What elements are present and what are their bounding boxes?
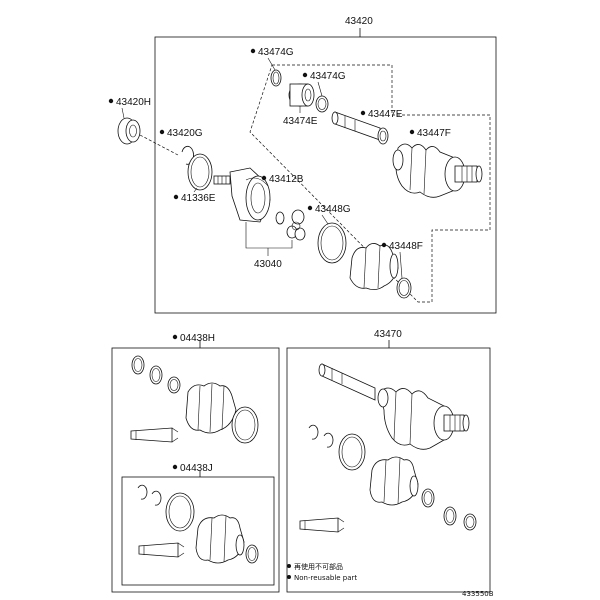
label-43474g-a: 43474G — [258, 47, 294, 58]
ring-41336e — [187, 153, 213, 191]
legend-line-en: Non-reusable part — [294, 574, 357, 582]
clamp-43448f — [396, 277, 412, 299]
kit-04438j-frame — [121, 476, 275, 586]
shaft-43447e — [331, 111, 389, 145]
assembly-b-shaft — [318, 363, 376, 401]
label-04438j: 04438J — [180, 463, 213, 474]
kit-a-clamp — [231, 406, 259, 444]
assembly-b-boot — [369, 456, 419, 506]
kit-b-clamp — [165, 492, 195, 532]
assembly-b-grease-tube — [299, 517, 345, 533]
label-43447e: 43447E — [368, 109, 403, 120]
label-04438h: 04438H — [180, 333, 215, 344]
label-43474e: 43474E — [283, 116, 318, 127]
label-43420g: 43420G — [167, 128, 203, 139]
kit-b-grease-tube — [138, 542, 185, 558]
joint-43447f — [392, 143, 483, 198]
assembly-b-rings — [421, 488, 477, 531]
assembly-b-clamp — [338, 433, 366, 471]
kit-a-grease-tube — [130, 427, 179, 443]
kit-b-boot — [195, 514, 245, 564]
seal-43420h — [117, 117, 141, 145]
assembly-43470-frame — [286, 347, 491, 593]
dashed-group-outline — [249, 64, 491, 303]
label-41336e: 41336E — [181, 193, 216, 204]
clamp-43448g — [317, 222, 347, 264]
ring-43474g-a — [270, 69, 282, 87]
tripod-spider — [286, 209, 306, 241]
label-43040: 43040 — [254, 259, 282, 270]
kit-b-snap-rings — [137, 484, 162, 506]
label-43448f: 43448F — [389, 241, 423, 252]
assembly-b-snap-rings — [308, 424, 334, 448]
kit-a-boot — [185, 382, 237, 434]
assembly-43420-frame — [154, 36, 497, 314]
housing-43040 — [213, 167, 271, 223]
label-43447f: 43447F — [417, 128, 451, 139]
legend-line-jp: 再使用不可部品 — [294, 562, 343, 571]
label-43420: 43420 — [345, 16, 373, 27]
label-43474g-b: 43474G — [310, 71, 346, 82]
diagram-code: 433550B — [462, 590, 494, 598]
bracket-43040 — [245, 222, 293, 249]
kit-b-ring — [245, 544, 259, 564]
ring-small-a — [275, 211, 285, 225]
ring-43474g-b — [315, 95, 329, 113]
damper-43474e — [288, 83, 315, 107]
kit-a-rings — [131, 355, 181, 394]
kit-04438h-frame — [111, 347, 280, 593]
label-43420h: 43420H — [116, 97, 151, 108]
boot-inner-top — [349, 243, 399, 290]
label-43448g: 43448G — [315, 204, 351, 215]
label-43412b: 43412B — [269, 174, 304, 185]
assembly-b-joint — [377, 387, 470, 450]
label-43470: 43470 — [374, 329, 402, 340]
